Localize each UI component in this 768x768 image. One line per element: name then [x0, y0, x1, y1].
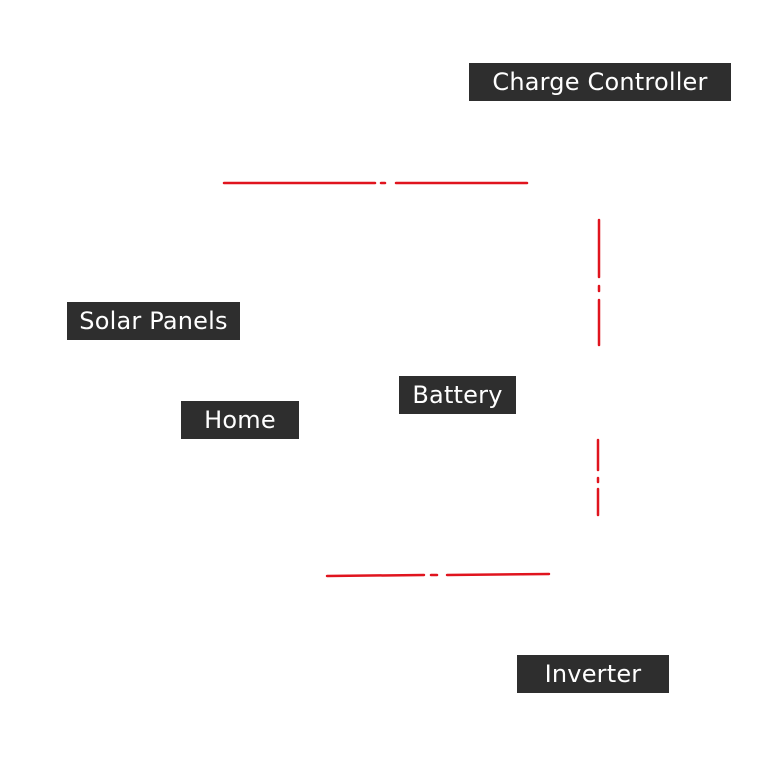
node-inverter: Inverter [517, 655, 669, 693]
node-battery-label: Battery [412, 381, 503, 409]
node-charge-controller: Charge Controller [469, 63, 731, 101]
node-solar-panels-label: Solar Panels [79, 307, 228, 335]
node-inverter-label: Inverter [544, 660, 642, 688]
node-home-label: Home [204, 406, 276, 434]
node-battery: Battery [399, 376, 516, 414]
node-solar-panels: Solar Panels [67, 302, 240, 340]
connector-bottom [325, 572, 551, 578]
node-charge-controller-label: Charge Controller [492, 68, 708, 96]
node-home: Home [181, 401, 299, 439]
